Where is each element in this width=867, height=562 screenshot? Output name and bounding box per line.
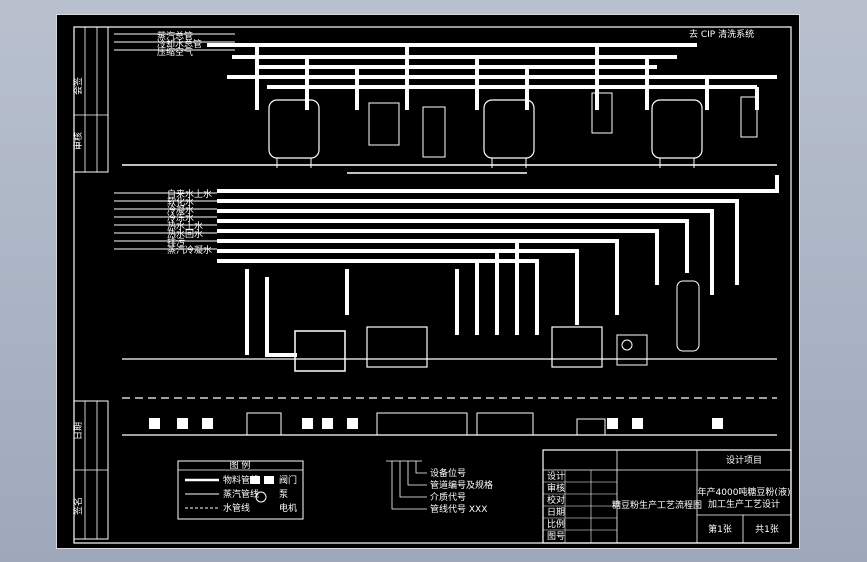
strip-label-4: 签名 [72, 497, 84, 515]
callout-2: 管道编号及规格 [430, 479, 493, 491]
pipe-label-m3: 冷凝水 [167, 204, 194, 216]
pipe-label-m7: 排污 [167, 236, 185, 248]
callout-3: 介质代号 [430, 491, 466, 503]
tank-1 [268, 99, 320, 168]
lower-process-line [122, 358, 777, 436]
tb-cell-5: 比例 [547, 518, 565, 530]
cad-drawing-sheet: 会签 审核 日期 签名 蒸汽总管 冷却水总管 压缩空气 去 CIP 清洗系统 [56, 14, 800, 549]
top-right-label: 去 CIP 清洗系统 [689, 28, 754, 40]
upper-process-line [122, 164, 777, 174]
tb-cell-6: 图号 [547, 531, 565, 542]
design-project-label: 设计项目 [726, 454, 762, 466]
pipe-label-cooling: 冷却水总管 [157, 38, 202, 50]
callout-1: 设备位号 [430, 467, 466, 479]
legend-title: 图 例 [230, 459, 251, 471]
tank-3 [651, 99, 703, 168]
sheet-number: 第1张 [708, 523, 732, 535]
pipe-label-m4: 冷冻水 [167, 212, 194, 224]
pipe-label-m8: 蒸汽冷凝水 [167, 244, 212, 256]
pipe-label-m5: 热水上水 [167, 220, 203, 232]
process-flow-diagram: 会签 审核 日期 签名 蒸汽总管 冷却水总管 压缩空气 去 CIP 清洗系统 [72, 26, 792, 544]
signature-strip-upper: 会签 审核 [72, 26, 109, 173]
tb-cell-4: 日期 [547, 507, 565, 518]
inner-frame [73, 26, 792, 544]
pipe-label-air: 压缩空气 [157, 46, 193, 58]
packing-line [149, 418, 723, 429]
strip-label-2: 审核 [72, 132, 84, 150]
project-line-1: 年产4000吨糖豆粉(液) [698, 486, 791, 498]
legend-item-4: 阀门 [279, 474, 297, 486]
strip-label-1: 会签 [72, 77, 84, 95]
pipe-label-steam: 蒸汽总管 [157, 30, 193, 42]
legend-item-5: 泵 [279, 489, 288, 500]
top-utility-lines: 蒸汽总管 冷却水总管 压缩空气 去 CIP 清洗系统 [114, 28, 754, 58]
tb-cell-1: 设计 [547, 470, 565, 482]
tb-cell-2: 审核 [547, 482, 565, 494]
sheet-total: 共1张 [755, 524, 779, 535]
callout-4: 管线代号 XXX [430, 503, 487, 515]
tank-2 [483, 99, 535, 168]
pipe-callouts: 设备位号 管道编号及规格 介质代号 管线代号 XXX [386, 460, 493, 515]
legend-box: 图 例 物料管线 蒸汽管线 水管线 阀门 泵 电机 [177, 459, 304, 520]
small-vessels [368, 92, 758, 352]
tb-cell-3: 校对 [547, 494, 565, 506]
pipe-label-m1: 自来水上水 [167, 188, 212, 200]
legend-item-6: 电机 [279, 502, 297, 514]
pipe-label-m2: 软化水 [167, 196, 194, 208]
project-line-2: 加工生产工艺设计 [708, 498, 780, 510]
drawing-title: 糖豆粉生产工艺流程图 [612, 499, 702, 511]
legend-item-2: 蒸汽管线 [223, 488, 259, 500]
pipe-label-m6: 热水回水 [167, 228, 203, 240]
packing-machines [246, 412, 606, 436]
title-block: 设计 审核 校对 日期 比例 图号 糖豆粉生产工艺流程图 设计项目 年产4000… [542, 449, 792, 544]
top-header-pipes [207, 43, 777, 110]
lower-equipment [294, 326, 648, 372]
strip-label-3: 日期 [73, 422, 84, 440]
legend-item-3: 水管线 [223, 502, 250, 514]
signature-strip-lower: 日期 签名 [72, 400, 109, 540]
utility-header-block: 自来水上水 软化水 冷凝水 冷冻水 热水上水 热水回水 排污 蒸汽冷凝水 [114, 188, 217, 256]
middle-header-pipes [217, 175, 779, 357]
